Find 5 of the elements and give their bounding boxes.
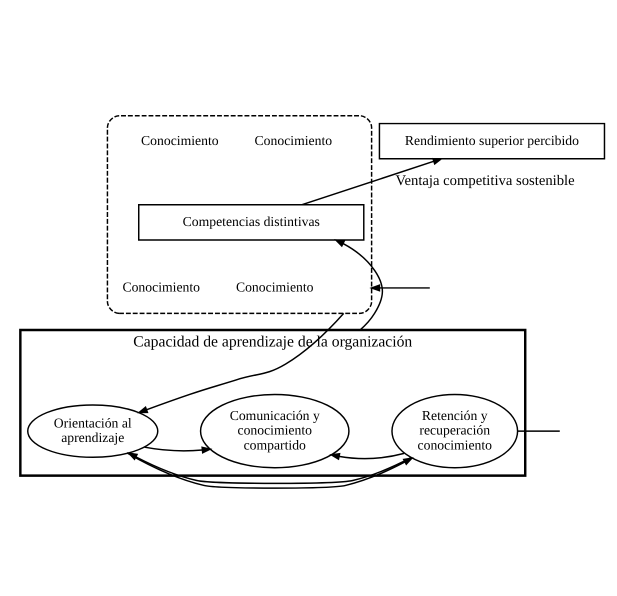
label: Conocimiento (141, 132, 219, 148)
label: Conocimiento (236, 280, 314, 295)
label: Conocimiento (122, 280, 200, 295)
edge-label: Ventaja competitiva sostenible (396, 173, 575, 190)
label: Conocimiento (254, 132, 332, 148)
